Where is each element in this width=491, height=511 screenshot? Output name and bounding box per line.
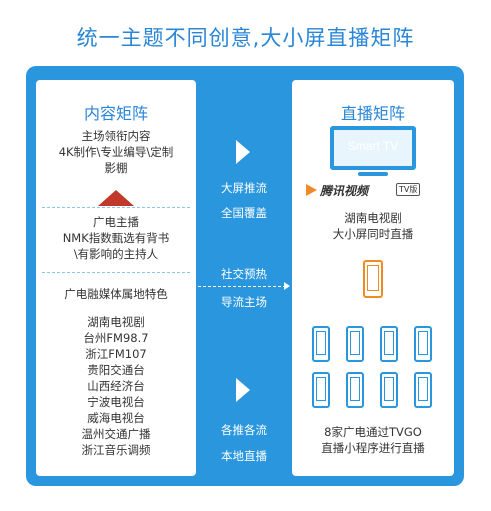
phone-icon: [346, 326, 364, 362]
flow-label: 全国覆盖: [221, 206, 267, 220]
page-title: 统一主题不同创意,大小屏直播矩阵: [76, 26, 415, 50]
tencent-video-name: 腾讯视频: [320, 184, 369, 198]
arrow-right-icon: [236, 378, 250, 402]
tencent-video-play-icon: [306, 184, 317, 196]
station-item: 威海电视台: [87, 411, 145, 425]
content-matrix-panel: 内容矩阵 主场领衔内容 4K制作\专业编导\定制 影棚 广电主播 NMK指数甄选…: [36, 80, 196, 476]
divider: [42, 272, 190, 273]
phone-icon: [380, 326, 398, 362]
live-matrix-panel: 直播矩阵 Smart TV 腾讯视频 TV版 湖南电视剧 大小屏同时直播 8家广…: [292, 80, 454, 476]
phone-icon: [312, 326, 330, 362]
flow-label: 导流主场: [221, 295, 267, 309]
phone-icon: [346, 372, 364, 408]
live-matrix-title: 直播矩阵: [340, 104, 405, 123]
content-matrix-title: 内容矩阵: [83, 104, 148, 123]
station-item: 浙江音乐调频: [81, 443, 151, 457]
station-item: 台州FM98.7: [83, 331, 149, 345]
tv-stand: [358, 172, 388, 176]
phone-icon: [380, 372, 398, 408]
main-content-line-3: 影棚: [104, 161, 128, 175]
triangle-icon: [98, 190, 134, 206]
station-item: 山西经济台: [87, 379, 145, 393]
station-item: 宁波电视台: [87, 395, 145, 409]
arrow-right-icon: [236, 140, 250, 164]
tv-badge: TV版: [396, 183, 421, 196]
station-item: 贵阳交通台: [87, 363, 145, 377]
main-content-line-1: 主场领衔内容: [81, 129, 151, 143]
live-caption-line-2: 大小屏同时直播: [332, 227, 414, 241]
phone-icon: [414, 326, 432, 362]
flow-label: 各推各流: [221, 423, 267, 437]
station-item: 温州交通广播: [81, 427, 151, 441]
anchor-line-2: NMK指数甄选有背书: [62, 231, 170, 245]
station-item: 浙江FM107: [85, 347, 147, 361]
anchor-line-3: \有影响的主持人: [73, 247, 159, 261]
main-content-line-2: 4K制作\专业编导\定制: [58, 145, 174, 159]
station-item: 湖南电视剧: [87, 315, 145, 329]
live-caption-line-3: 8家广电通过TVGO: [324, 425, 422, 439]
dotted-arrow-head: [284, 282, 290, 290]
phone-icon: [312, 372, 330, 408]
phone-orange-icon: [363, 260, 383, 298]
flow-label: 社交预热: [221, 267, 267, 281]
smart-tv-label: Smart TV: [347, 139, 399, 153]
phone-icon: [414, 372, 432, 408]
dotted-arrow: [198, 286, 286, 287]
divider: [42, 207, 190, 208]
local-feature-title: 广电融媒体属地特色: [64, 287, 168, 301]
flow-label: 本地直播: [221, 449, 267, 463]
flow-label: 大屏推流: [221, 181, 267, 195]
live-caption-line-1: 湖南电视剧: [344, 211, 402, 225]
live-caption-line-4: 直播小程序进行直播: [321, 441, 425, 455]
smart-tv-icon: Smart TV: [330, 126, 416, 170]
anchor-line-1: 广电主播: [93, 215, 139, 229]
